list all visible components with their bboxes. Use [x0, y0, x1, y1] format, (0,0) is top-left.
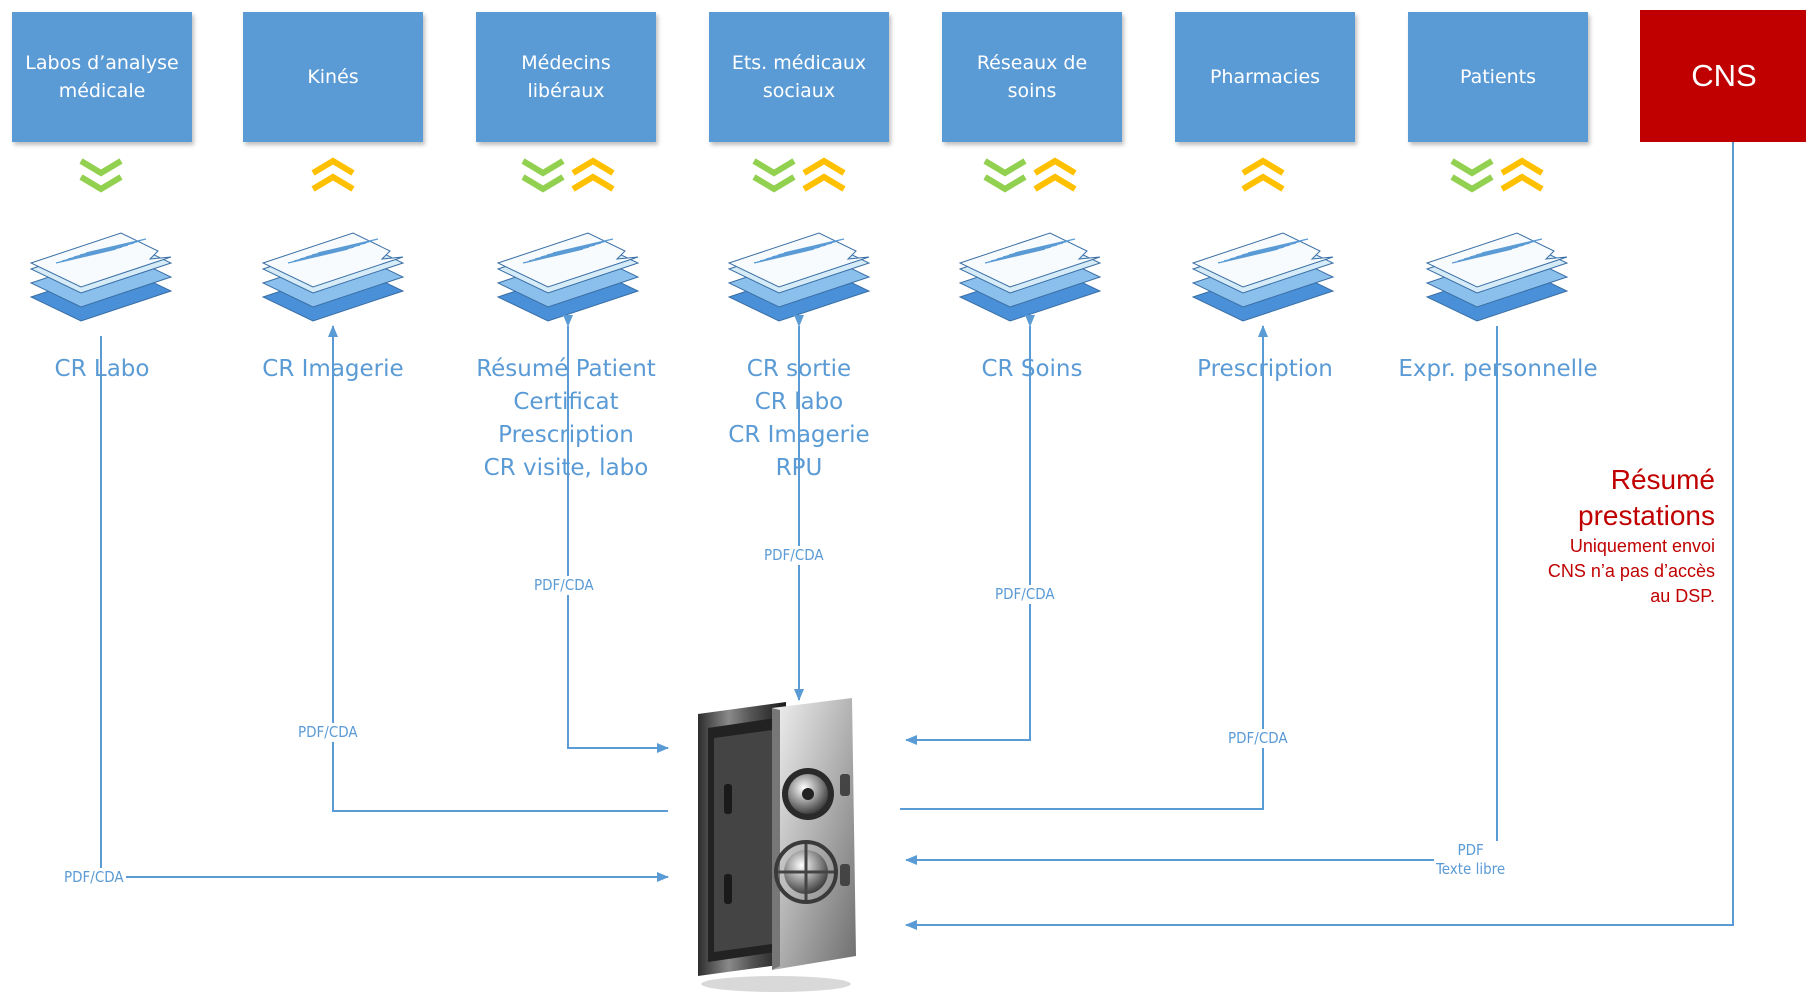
document-stack-icon — [958, 232, 1102, 322]
document-stack-icon — [1425, 232, 1569, 322]
double-chevron-down-icon — [1450, 158, 1494, 193]
document-stack-icon — [1191, 232, 1335, 322]
double-chevron-down-icon — [983, 158, 1027, 193]
chevron-group — [518, 157, 618, 195]
format-label-patients: PDF Texte libre — [1434, 841, 1508, 879]
doc-label-pharmacies: Prescription — [1197, 356, 1333, 382]
actor-box-cns: CNS — [1640, 10, 1806, 142]
cns-note-title: Résumé prestations — [1578, 464, 1715, 531]
doc-label-etablissements: CR sortie CR labo CR Imagerie RPU — [728, 356, 870, 481]
actor-box-pharmacies: Pharmacies — [1175, 12, 1355, 142]
chevron-group — [749, 157, 849, 195]
chevron-group — [308, 157, 358, 195]
format-label-labos: PDF/CDA — [62, 868, 126, 887]
safe-vault-icon — [698, 698, 856, 992]
actor-box-patients: Patients — [1408, 12, 1588, 142]
actor-box-reseaux: Réseaux de soins — [942, 12, 1122, 142]
double-chevron-up-icon — [802, 157, 846, 192]
format-label-pharmacies: PDF/CDA — [1226, 729, 1290, 748]
format-label-etablissements: PDF/CDA — [762, 546, 826, 565]
chevron-group — [1447, 157, 1547, 195]
double-chevron-up-icon — [571, 157, 615, 192]
cns-note: Résumé prestations Uniquement envoi CNS … — [1548, 462, 1715, 609]
double-chevron-down-icon — [521, 158, 565, 193]
doc-label-labos: CR Labo — [54, 356, 150, 382]
link-medecins — [563, 315, 669, 753]
format-label-medecins: PDF/CDA — [532, 576, 596, 595]
double-chevron-up-icon — [1033, 157, 1077, 192]
document-stack-icon — [261, 232, 405, 322]
actor-box-medecins: Médecins libéraux — [476, 12, 656, 142]
chevron-group — [1238, 157, 1288, 195]
actor-box-labos: Labos d’analyse médicale — [12, 12, 192, 142]
double-chevron-down-icon — [752, 158, 796, 193]
double-chevron-up-icon — [1500, 157, 1544, 192]
actor-box-etablissements: Ets. médicaux sociaux — [709, 12, 889, 142]
chevron-group — [980, 157, 1080, 195]
link-reseaux — [905, 315, 1035, 745]
doc-label-patients: Expr. personnelle — [1398, 356, 1598, 382]
format-label-kines: PDF/CDA — [296, 723, 360, 742]
document-stack-icon — [496, 232, 640, 322]
double-chevron-up-icon — [311, 157, 355, 192]
double-chevron-up-icon — [1241, 157, 1285, 192]
cns-note-text: Uniquement envoi CNS n’a pas d’accès au … — [1547, 536, 1715, 606]
link-pharmacies — [900, 325, 1268, 810]
double-chevron-down-icon — [79, 158, 123, 193]
chevron-group — [76, 157, 126, 195]
link-labos — [100, 336, 669, 882]
link-kines — [328, 325, 668, 812]
document-stack-icon — [29, 232, 173, 322]
doc-label-kines: CR Imagerie — [262, 356, 404, 382]
format-label-reseaux: PDF/CDA — [993, 585, 1057, 604]
actor-box-kines: Kinés — [243, 12, 423, 142]
document-stack-icon — [727, 232, 871, 322]
link-cns — [905, 142, 1734, 930]
